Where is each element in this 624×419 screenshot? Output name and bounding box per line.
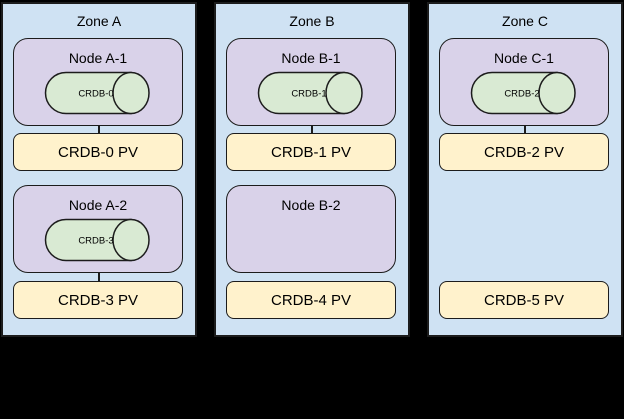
connector-line xyxy=(98,124,100,134)
crdb-1-cylinder: CRDB-1 xyxy=(257,71,363,115)
cylinder-body xyxy=(257,71,345,115)
crdb-2-cylinder: CRDB-2 xyxy=(470,71,576,115)
cylinder-label: CRDB-1 xyxy=(291,89,326,100)
crdb-3-pv: CRDB-3 PV xyxy=(13,281,183,319)
node-label: Node A-1 xyxy=(68,50,128,66)
cylinder-label: CRDB-2 xyxy=(504,89,539,100)
cylinder-label: CRDB-0 xyxy=(78,89,113,100)
cylinder-cap xyxy=(112,71,150,115)
crdb-5-pv: CRDB-5 PV xyxy=(439,281,609,319)
cylinder-body xyxy=(44,71,132,115)
crdb-3-cylinder: CRDB-3 xyxy=(44,218,150,262)
connector-line xyxy=(311,124,313,134)
crdb-2-pv: CRDB-2 PV xyxy=(439,133,609,171)
cylinder-cap xyxy=(325,71,363,115)
crdb-1-pv: CRDB-1 PV xyxy=(226,133,396,171)
zone-label: Zone C xyxy=(502,13,548,29)
cylinder-label: CRDB-3 xyxy=(78,236,113,247)
crdb-0-cylinder: CRDB-0 xyxy=(44,71,150,115)
node-label: Node A-2 xyxy=(68,197,128,213)
connector-line xyxy=(524,124,526,134)
node-label: Node C-1 xyxy=(494,50,554,66)
cylinder-cap xyxy=(112,218,150,262)
cylinder-body xyxy=(44,218,132,262)
node-label: Node B-2 xyxy=(281,197,341,213)
node-b-2: Node B-2 xyxy=(226,185,396,273)
cylinder-cap xyxy=(538,71,576,115)
connector-line xyxy=(98,271,100,281)
zone-label: Zone A xyxy=(76,13,122,29)
crdb-0-pv: CRDB-0 PV xyxy=(13,133,183,171)
cylinder-body xyxy=(470,71,558,115)
crdb-4-pv: CRDB-4 PV xyxy=(226,281,396,319)
zone-label: Zone B xyxy=(289,13,335,29)
node-label: Node B-1 xyxy=(281,50,341,66)
